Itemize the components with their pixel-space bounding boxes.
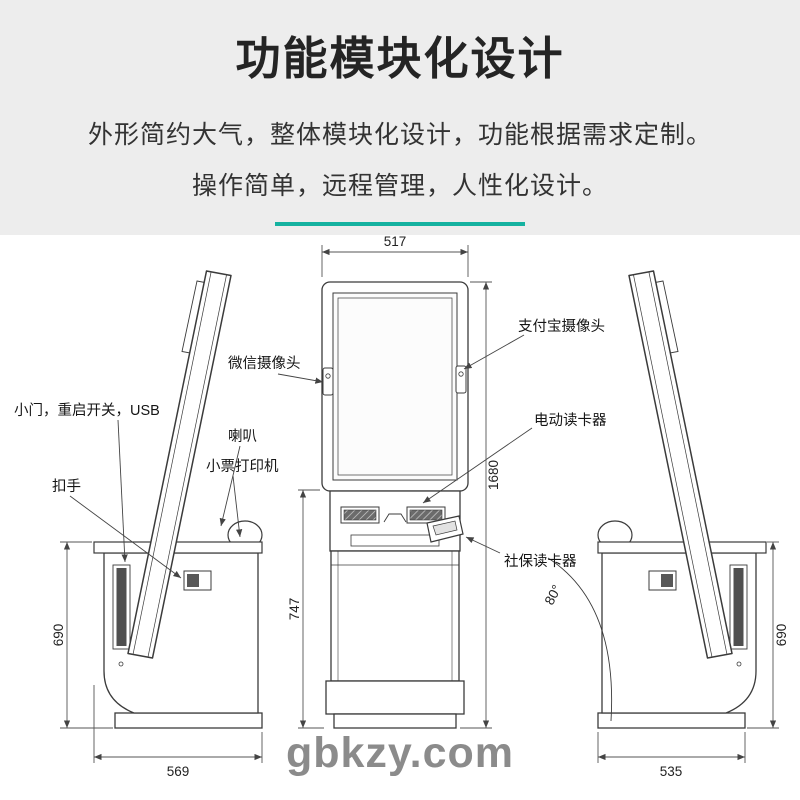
tilt-angle-arc <box>547 557 613 722</box>
dim-side-height-right: 690 <box>747 541 789 729</box>
technical-drawing: 517 1680 747 690 690 <box>0 235 800 800</box>
subtitle-line-1: 外形简约大气，整体模块化设计，功能根据需求定制。 <box>87 121 712 149</box>
header: 功能模块化设计 外形简约大气，整体模块化设计，功能根据需求定制。 操作简单，远程… <box>0 0 800 235</box>
left-handle-recess <box>187 574 199 587</box>
front-screen <box>332 292 458 481</box>
callout-door-restart-usb: 小门，重启开关，USB <box>14 402 160 563</box>
callout-social-security-reader: 社保读卡器 <box>465 536 577 570</box>
label-alipay-camera: 支付宝摄像头 <box>518 318 605 335</box>
right-door-vent-slot <box>733 568 744 646</box>
right-side-view <box>547 270 767 729</box>
accent-underline <box>275 222 525 226</box>
label-motor-card-reader: 电动读卡器 <box>534 412 607 429</box>
dim-base-width-left: 569 <box>93 685 263 779</box>
center-detail <box>383 513 407 523</box>
dim-front-width-value: 517 <box>384 235 407 249</box>
left-base-plate <box>114 712 263 729</box>
callout-pull-handle: 扣手 <box>52 478 182 579</box>
callout-wechat-camera: 微信摄像头 <box>228 355 324 384</box>
front-plinth <box>325 680 465 715</box>
dim-body-height-value: 747 <box>287 598 302 621</box>
printer-slot-right-hatch <box>409 509 443 521</box>
right-handle-recess <box>661 574 673 587</box>
left-screw <box>118 661 124 667</box>
social-reader-wedge-inner <box>432 520 458 536</box>
dim-base-width-right: 535 <box>597 732 746 779</box>
left-door-vent-slot <box>116 568 127 646</box>
label-receipt-printer: 小票打印机 <box>206 458 279 475</box>
label-wechat-camera: 微信摄像头 <box>228 355 301 372</box>
dim-body-height: 747 <box>287 489 324 729</box>
callouts: 微信摄像头 支付宝摄像头 小门，重启开关，USB 喇叭 小票打印机 电动读卡器 … <box>14 318 607 579</box>
watermark: gbkzy.com <box>286 729 514 777</box>
right-counter <box>597 541 767 554</box>
callout-speaker: 喇叭 <box>219 428 257 527</box>
callout-alipay-camera: 支付宝摄像头 <box>463 318 605 370</box>
left-counter <box>93 541 263 554</box>
front-base <box>333 713 457 729</box>
dim-side-height-left: 690 <box>51 541 113 729</box>
front-screen-inner <box>337 297 453 476</box>
label-pull-handle: 扣手 <box>52 478 81 495</box>
right-base-plate <box>597 712 746 729</box>
printer-slot-left-hatch <box>343 509 377 521</box>
alipay-camera-icon <box>455 365 467 394</box>
dim-base-width-right-value: 535 <box>660 764 683 779</box>
wechat-camera-icon <box>322 367 334 396</box>
right-screw <box>736 661 742 667</box>
front-view <box>321 281 469 729</box>
dim-side-height-right-value: 690 <box>774 624 789 647</box>
left-side-view <box>93 270 263 729</box>
dim-total-height-value: 1680 <box>486 460 501 490</box>
dim-side-height-left-value: 690 <box>51 624 66 647</box>
dim-base-width-left-value: 569 <box>167 764 190 779</box>
front-body <box>330 550 460 682</box>
label-social-security-reader: 社保读卡器 <box>504 553 577 570</box>
callout-receipt-printer: 小票打印机 <box>206 458 279 538</box>
dim-front-width: 517 <box>321 235 469 277</box>
left-screen-panel <box>127 270 232 659</box>
callout-motor-card-reader: 电动读卡器 <box>422 412 607 504</box>
subtitle-line-2: 操作简单，远程管理，人性化设计。 <box>191 172 608 200</box>
page-title: 功能模块化设计 <box>235 33 565 84</box>
label-door-restart-usb: 小门，重启开关，USB <box>14 402 160 419</box>
dim-tilt-angle-value: 80° <box>542 582 565 607</box>
label-speaker: 喇叭 <box>228 428 257 445</box>
right-screen-panel <box>628 270 733 659</box>
